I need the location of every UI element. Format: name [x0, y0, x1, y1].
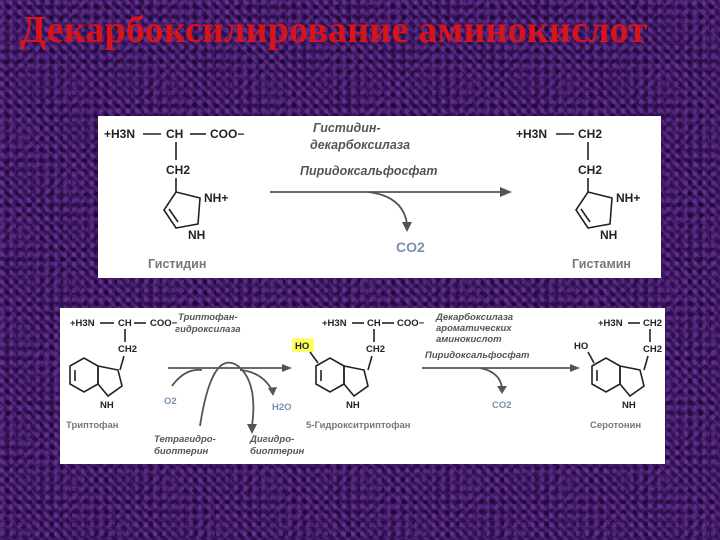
- aromatic-decarboxylase-line3: аминокислот: [436, 334, 502, 345]
- tryptophan-hydroxylase-line2: гидроксилаза: [175, 324, 241, 335]
- 5htp-carboxylate: COO−: [397, 318, 425, 329]
- tetrahydrobiopterin-line2: биоптерин: [154, 446, 209, 457]
- serotonin-ch2: CH2: [643, 344, 662, 355]
- pyridoxal-phosphate-label-2: Пиридоксальфосфат: [425, 350, 530, 361]
- double-bond: [168, 208, 179, 223]
- bond: [643, 355, 649, 371]
- histamine-ch2: CH2: [578, 163, 602, 177]
- 5htp-name: 5-Гидрокситриптофан: [306, 420, 411, 431]
- double-bond: [580, 208, 591, 223]
- o2-label: O2: [164, 396, 177, 407]
- histidine-nh: NH: [188, 228, 205, 242]
- tryptophan-amine-group: +H3N: [70, 318, 95, 329]
- 5htp-hydroxyl: HO: [295, 341, 309, 352]
- ho-highlight: [292, 338, 314, 352]
- imidazole-ring: [163, 191, 201, 229]
- tryptophan-carboxylate: COO−: [150, 318, 178, 329]
- dihydrobiopterin-line2: биоптерин: [250, 446, 305, 457]
- histamine-amine-group: +H3N: [516, 127, 547, 141]
- tryptophan-serotonin-panel: +H3N CH COO− CH2 NH Триптофан Триптофан-…: [60, 308, 665, 464]
- co2-release-arrow: [367, 191, 408, 225]
- histidine-carboxylate: COO−: [210, 127, 244, 141]
- pyrrole-ring: [343, 365, 369, 398]
- arrow-head: [497, 386, 507, 394]
- serotonin-nh: NH: [622, 400, 636, 411]
- arrow-head: [282, 364, 292, 372]
- 5htp-nh: NH: [346, 400, 360, 411]
- 5htp-ch2: CH2: [366, 344, 385, 355]
- arrow-head: [268, 387, 277, 396]
- histidine-nh-plus: NH+: [204, 191, 228, 205]
- bond: [309, 351, 319, 364]
- slide-title: Декарбоксилирование аминокислот: [20, 9, 648, 51]
- tryptophan-ch2: CH2: [118, 344, 137, 355]
- bond: [587, 351, 595, 364]
- tryptophan-alpha-carbon: CH: [118, 318, 132, 329]
- histamine-nh: NH: [600, 228, 617, 242]
- histidine-alpha-carbon: CH: [166, 127, 183, 141]
- dihydrobiopterin-line1: Дигидро-: [249, 434, 294, 445]
- serotonin-name: Серотонин: [590, 420, 641, 431]
- histidine-decarboxylation-panel: +H3N CH COO− CH2 NH+ NH Гистидин Гистиди…: [98, 116, 661, 278]
- serotonin-synthesis-diagram: +H3N CH COO− CH2 NH Триптофан Триптофан-…: [66, 312, 662, 457]
- histidine-ch2: CH2: [166, 163, 190, 177]
- arrow-head: [247, 424, 257, 434]
- arrow-head: [570, 364, 580, 372]
- biopterin-cycle-arrow: [199, 361, 255, 427]
- 5htp-alpha-carbon: CH: [367, 318, 381, 329]
- benzene-ring: [69, 357, 99, 393]
- histidine-reaction-diagram: +H3N CH COO− CH2 NH+ NH Гистидин Гистиди…: [104, 121, 640, 271]
- serotonin-hydroxyl: HO: [574, 341, 588, 352]
- histamine-ch2-top: CH2: [578, 127, 602, 141]
- histidine-name: Гистидин: [148, 257, 206, 271]
- bond: [367, 355, 373, 371]
- aromatic-decarboxylase-line2: ароматических: [436, 323, 512, 334]
- histidine-amine-group: +H3N: [104, 127, 135, 141]
- co2-byproduct: CO2: [396, 239, 425, 255]
- 5htp-amine-group: +H3N: [322, 318, 347, 329]
- serotonin-amine-group: +H3N: [598, 318, 623, 329]
- histamine-name: Гистамин: [572, 257, 631, 271]
- imidazole-ring: [575, 191, 613, 229]
- tetrahydrobiopterin-line1: Тетрагидро-: [154, 434, 216, 445]
- o2-input-arrow: [171, 368, 203, 387]
- serotonin-ch2-top: CH2: [643, 318, 662, 329]
- co2-byproduct-2: CO2: [492, 400, 512, 411]
- pyridoxal-phosphate-label: Пиридоксальфосфат: [300, 164, 437, 178]
- aromatic-decarboxylase-line1: Декарбоксилаза: [435, 312, 513, 323]
- tryptophan-hydroxylase-line1: Триптофан-: [178, 312, 238, 323]
- arrow-head: [402, 222, 412, 232]
- pyrrole-ring: [619, 365, 645, 398]
- arrow-head: [500, 187, 512, 197]
- tryptophan-nh: NH: [100, 400, 114, 411]
- histidine-decarboxylase-line1: Гистидин-: [313, 121, 381, 135]
- histidine-decarboxylase-line2: декарбоксилаза: [310, 138, 410, 152]
- tryptophan-name: Триптофан: [66, 420, 119, 431]
- pyrrole-ring: [97, 365, 123, 398]
- histamine-nh-plus: NH+: [616, 191, 640, 205]
- co2-release-arrow: [479, 367, 503, 389]
- h2o-label: H2O: [272, 402, 292, 413]
- bond: [119, 355, 125, 371]
